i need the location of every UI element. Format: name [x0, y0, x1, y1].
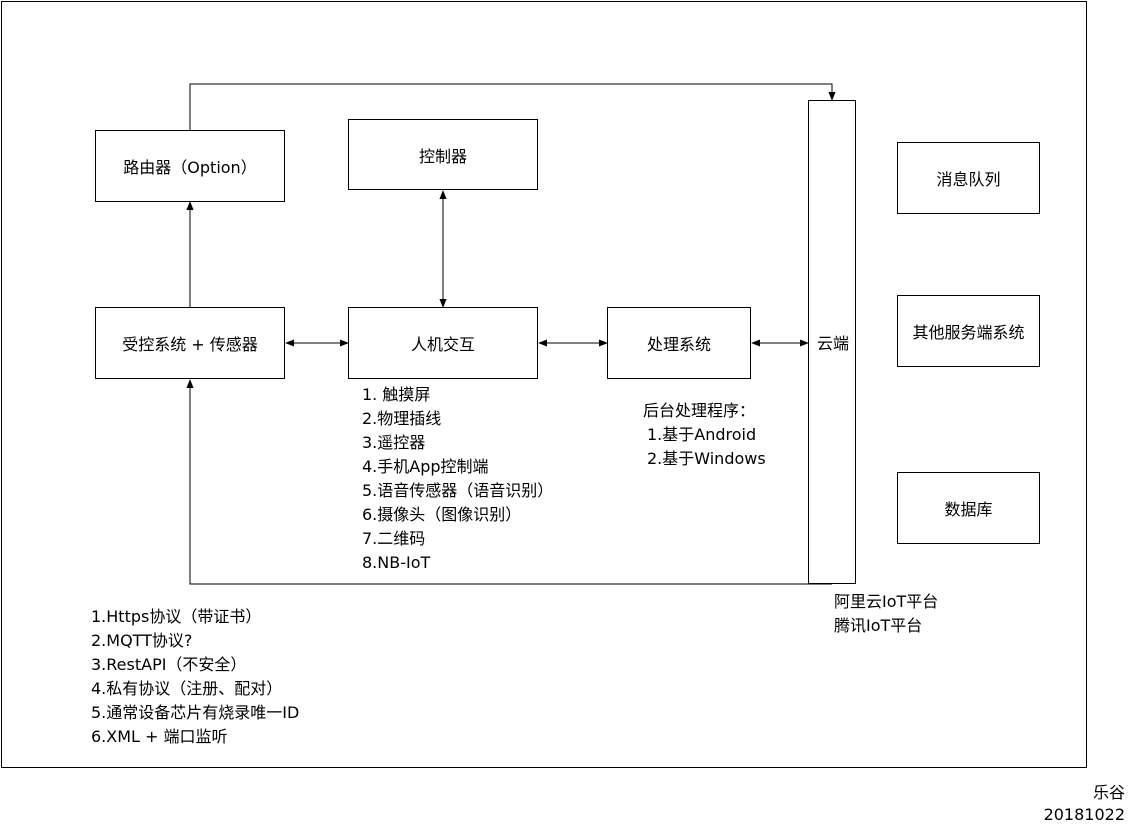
processing-label: 处理系统	[646, 335, 711, 354]
controller-label: 控制器	[418, 146, 467, 166]
cloud-label: 云端	[816, 334, 849, 353]
hci-label: 人机交互	[410, 335, 475, 354]
protocols-list: 1.Https协议（带证书） 2.MQTT协议? 3.RestAPI（不安全） …	[91, 605, 299, 749]
backend-notes: 后台处理程序： 1.基于Android 2.基于Windows	[643, 399, 766, 471]
controller-box: 控制器	[348, 119, 538, 190]
platform-notes: 阿里云IoT平台 腾讯IoT平台	[834, 590, 938, 638]
author-date: 20181022	[1043, 805, 1125, 824]
backend-title: 后台处理程序：	[643, 401, 756, 420]
list-item: 7.二维码	[362, 529, 426, 548]
controlled-system-label: 受控系统 + 传感器	[122, 335, 258, 354]
hci-methods-list: 1. 触摸屏 2.物理插线 3.遥控器 4.手机App控制端 5.语音传感器（语…	[362, 383, 553, 575]
list-item: 6.XML + 端口监听	[91, 727, 228, 746]
list-item: 8.NB-IoT	[362, 553, 431, 572]
backend-item: 2.基于Windows	[647, 449, 766, 468]
list-item: 3.RestAPI（不安全）	[91, 655, 247, 674]
router-label: 路由器（Option）	[123, 158, 257, 177]
other-services-box: 其他服务端系统	[897, 295, 1040, 367]
list-item: 1.Https协议（带证书）	[91, 607, 262, 626]
message-queue-box: 消息队列	[897, 142, 1040, 214]
database-box: 数据库	[897, 472, 1040, 544]
other-services-label: 其他服务端系统	[912, 323, 1025, 342]
list-item: 3.遥控器	[362, 433, 426, 452]
platform-item: 腾讯IoT平台	[834, 616, 923, 635]
list-item: 5.语音传感器（语音识别）	[362, 481, 554, 500]
list-item: 6.摄像头（图像识别）	[362, 505, 522, 524]
cloud-box	[808, 100, 856, 584]
list-item: 4.私有协议（注册、配对）	[91, 679, 283, 698]
router-to-cloud-arrow	[189, 83, 836, 130]
list-item: 1. 触摸屏	[362, 385, 431, 404]
list-item: 4.手机App控制端	[362, 457, 489, 476]
hci-box: 人机交互	[348, 307, 538, 379]
list-item: 2.物理插线	[362, 409, 442, 428]
cloud-to-controlled-arrow	[186, 379, 832, 585]
message-queue-label: 消息队列	[936, 170, 1001, 189]
platform-item: 阿里云IoT平台	[834, 592, 939, 611]
controlled-system-box: 受控系统 + 传感器	[95, 307, 285, 379]
diagram-frame	[1, 1, 1087, 768]
list-item: 2.MQTT协议?	[91, 631, 193, 650]
database-label: 数据库	[944, 500, 993, 519]
processing-box: 处理系统	[607, 307, 751, 379]
router-box: 路由器（Option）	[95, 130, 285, 202]
backend-item: 1.基于Android	[647, 425, 757, 444]
author-name: 乐谷	[1092, 783, 1125, 802]
list-item: 5.通常设备芯片有烧录唯一ID	[91, 703, 300, 722]
